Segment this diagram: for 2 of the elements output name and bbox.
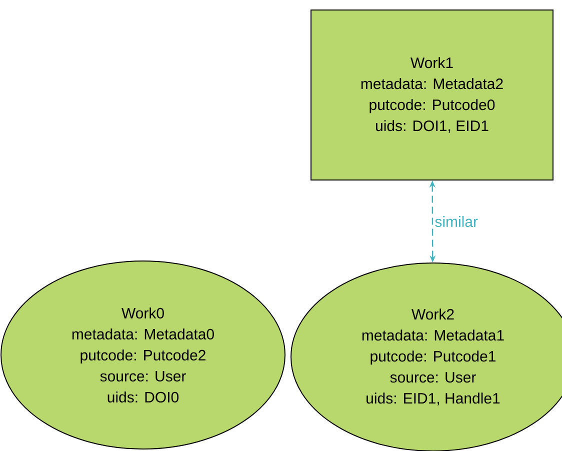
work-box: Work1 metadata: Metadata2 putcode: Putcode0 uids: DOI1, EID1 (310, 10, 554, 180)
edge-label: similar (434, 215, 480, 228)
